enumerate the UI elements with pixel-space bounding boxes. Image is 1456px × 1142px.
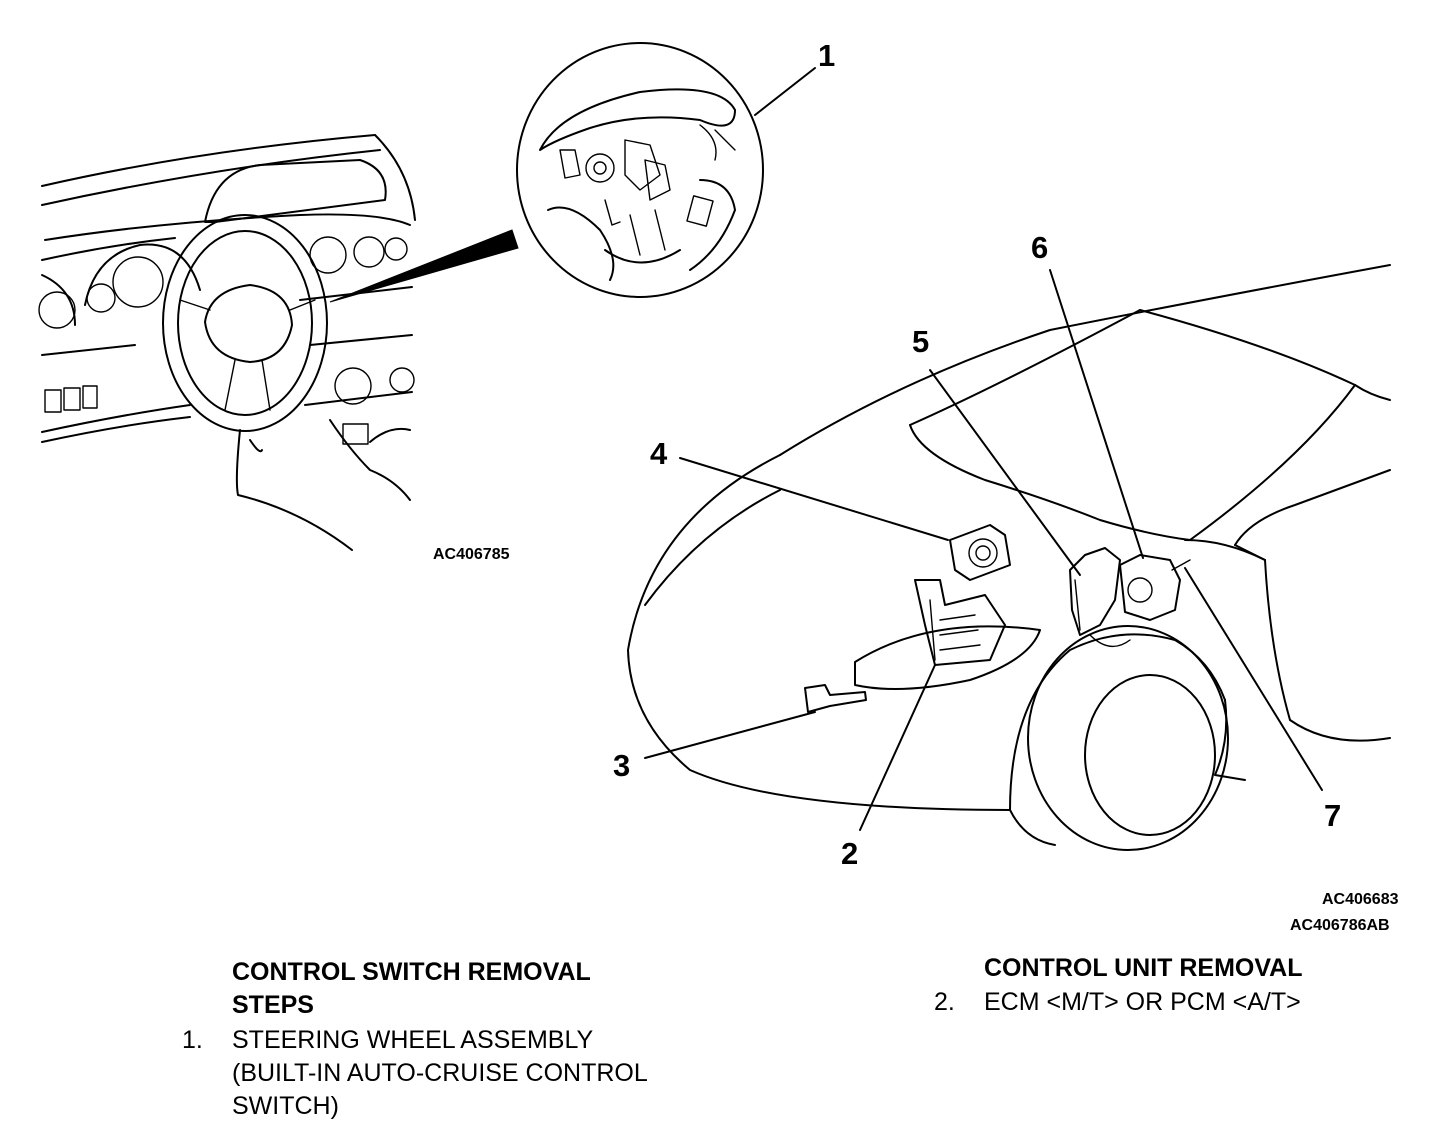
figure-code-sheet: AC406786AB (1290, 917, 1390, 934)
vehicle-illustration (627, 264, 1391, 851)
callout-6: 6 (1031, 230, 1048, 265)
component-assembly-5-6-7 (929, 269, 1323, 791)
figure-code-steering: AC406785 (433, 546, 510, 563)
step-2-number: 2. (934, 988, 955, 1016)
component-throttle-body (679, 457, 1011, 581)
step-2-text: ECM <M/T> OR PCM <A/T> (984, 988, 1301, 1016)
control-switch-heading-steps: STEPS (232, 991, 314, 1019)
callout-7: 7 (1324, 798, 1341, 833)
step-1-text-line2: (BUILT-IN AUTO-CRUISE CONTROL (232, 1059, 648, 1087)
dashboard-illustration (38, 134, 519, 551)
callout-1: 1 (818, 38, 835, 73)
component-ecm-pcm (859, 579, 1006, 831)
figure-code-vehicle: AC406683 (1322, 891, 1399, 908)
component-sensor-3 (644, 684, 867, 759)
step-1-text-line1: STEERING WHEEL ASSEMBLY (232, 1026, 594, 1054)
callout-3: 3 (613, 748, 630, 783)
callout-4: 4 (650, 436, 668, 471)
step-1-number: 1. (182, 1026, 203, 1054)
steering-wheel-detail (516, 42, 816, 298)
control-unit-heading: CONTROL UNIT REMOVAL (984, 954, 1303, 982)
callout-2: 2 (841, 836, 858, 871)
step-1-text-line3: SWITCH) (232, 1092, 339, 1120)
callout-5: 5 (912, 324, 929, 359)
control-switch-heading: CONTROL SWITCH REMOVAL (232, 958, 591, 986)
